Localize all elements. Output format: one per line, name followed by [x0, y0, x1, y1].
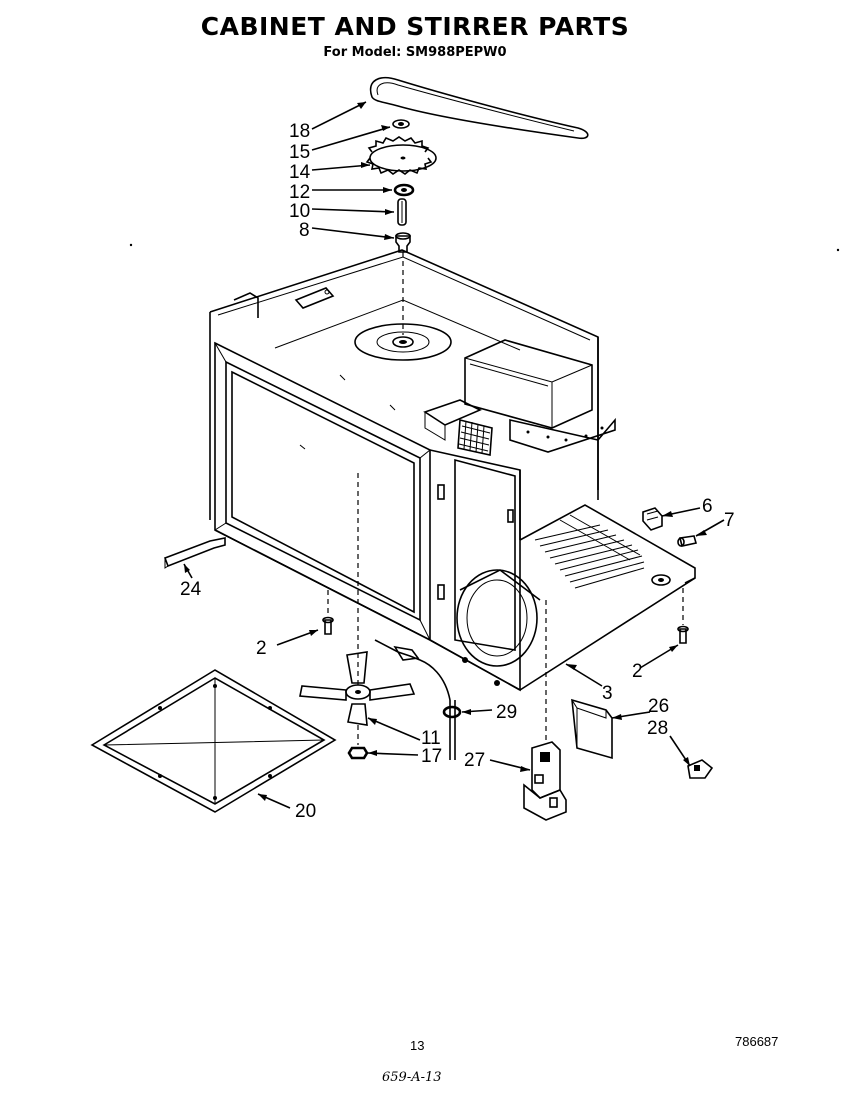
part-6-clip: [642, 507, 663, 531]
part-24-bracket: [163, 537, 226, 569]
callout-14: 14: [289, 162, 311, 183]
part-8-bushing: [395, 232, 411, 253]
part-3-cabinet: [209, 249, 696, 692]
callout-18: 18: [289, 121, 310, 142]
part-28-connector: [687, 759, 714, 779]
callout-20: 20: [295, 801, 316, 822]
callout-24: 24: [180, 579, 202, 600]
part-20-bottom-cover: [90, 669, 337, 813]
part-18-belt: [369, 76, 589, 140]
callout-11: 11: [421, 728, 441, 749]
handwritten-note: 659-A-13: [382, 1070, 442, 1085]
document-number: 786687: [735, 1034, 779, 1049]
model-subtitle: For Model: SM988PEPW0: [323, 45, 507, 60]
part-29-thermal-probe: [374, 639, 462, 760]
callout-17: 17: [421, 746, 442, 767]
part-7-screw: [677, 535, 698, 547]
callout-3: 3: [602, 683, 613, 704]
callout-10: 10: [289, 201, 310, 222]
leader-lines: [183, 101, 725, 809]
callout-6: 6: [702, 496, 713, 517]
part-17-nut: [347, 725, 369, 760]
page-title: CABINET AND STIRRER PARTS: [200, 12, 630, 41]
callout-2-left: 2: [256, 638, 267, 659]
part-12-washer: [393, 183, 415, 197]
leader-arrowheads: [184, 102, 707, 801]
part-14-stirrer-pulley: [365, 136, 437, 175]
part-11-fan-blade: [299, 651, 416, 726]
magnetron-vent-grille: [457, 418, 493, 456]
callout-15: 15: [289, 142, 310, 163]
part-2-screw-right: [677, 588, 689, 644]
callout-29: 29: [496, 702, 517, 723]
callout-12: 12: [289, 182, 310, 203]
page-number: 13: [410, 1038, 425, 1053]
callout-8: 8: [299, 220, 310, 241]
callout-2-right: 2: [632, 661, 643, 682]
callout-28: 28: [647, 718, 668, 739]
part-10-shaft: [397, 198, 407, 226]
callout-27: 27: [464, 750, 485, 771]
part-27-switch-assembly: [523, 741, 567, 821]
callout-7: 7: [724, 510, 735, 531]
part-2-screw-left: [322, 590, 334, 635]
callout-26: 26: [648, 696, 669, 717]
part-15-clip: [392, 119, 410, 129]
part-26-cover: [571, 698, 613, 760]
base-vent-slots: [534, 514, 645, 589]
